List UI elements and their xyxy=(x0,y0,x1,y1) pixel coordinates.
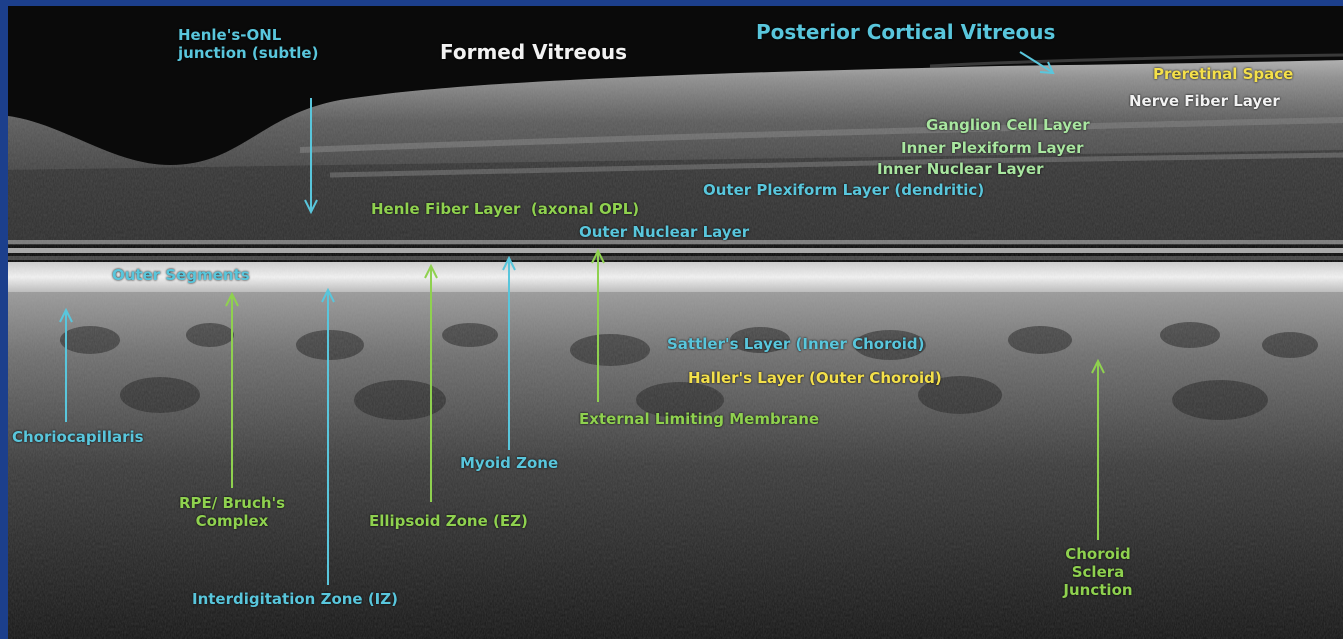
label-rpe-line1: RPE/ Bruch's xyxy=(162,494,302,512)
frame-top-bar xyxy=(0,0,1343,6)
label-rpe-line2: Complex xyxy=(162,512,302,530)
label-outer-segments: Outer Segments xyxy=(112,266,250,284)
label-formed-vitreous: Formed Vitreous xyxy=(440,40,627,64)
label-preretinal-space: Preretinal Space xyxy=(1153,65,1293,83)
label-ganglion-cell-layer: Ganglion Cell Layer xyxy=(926,116,1090,134)
label-interdigitation-zone: Interdigitation Zone (IZ) xyxy=(192,590,398,608)
label-henle-onl-line1: Henle's-ONL xyxy=(178,26,318,44)
label-rpe-bruch-complex: RPE/ Bruch's Complex xyxy=(162,494,302,530)
label-inner-nuclear-layer: Inner Nuclear Layer xyxy=(877,160,1043,178)
label-henle-onl-junction: Henle's-ONL junction (subtle) xyxy=(178,26,318,62)
label-choroid-line1: Choroid xyxy=(1040,545,1156,563)
label-choroid-line3: Junction xyxy=(1040,581,1156,599)
label-posterior-cortical-vitreous: Posterior Cortical Vitreous xyxy=(756,20,1055,44)
label-outer-plexiform-layer: Outer Plexiform Layer (dendritic) xyxy=(703,181,984,199)
label-choroid-line2: Sclera xyxy=(1040,563,1156,581)
label-nerve-fiber-layer: Nerve Fiber Layer xyxy=(1129,92,1280,110)
label-sattlers-layer: Sattler's Layer (Inner Choroid) xyxy=(667,335,925,353)
label-choroid-sclera-junction: Choroid Sclera Junction xyxy=(1040,545,1156,599)
label-inner-plexiform-layer: Inner Plexiform Layer xyxy=(901,139,1084,157)
label-external-limiting-membrane: External Limiting Membrane xyxy=(579,410,819,428)
label-outer-nuclear-layer: Outer Nuclear Layer xyxy=(579,223,749,241)
frame-left-bar xyxy=(0,6,8,639)
label-ellipsoid-zone: Ellipsoid Zone (EZ) xyxy=(369,512,528,530)
label-choriocapillaris: Choriocapillaris xyxy=(12,428,144,446)
label-myoid-zone: Myoid Zone xyxy=(460,454,558,472)
label-henle-fiber-layer: Henle Fiber Layer (axonal OPL) xyxy=(371,200,639,218)
label-hallers-layer: Haller's Layer (Outer Choroid) xyxy=(688,369,942,387)
label-henle-onl-line2: junction (subtle) xyxy=(178,44,318,62)
